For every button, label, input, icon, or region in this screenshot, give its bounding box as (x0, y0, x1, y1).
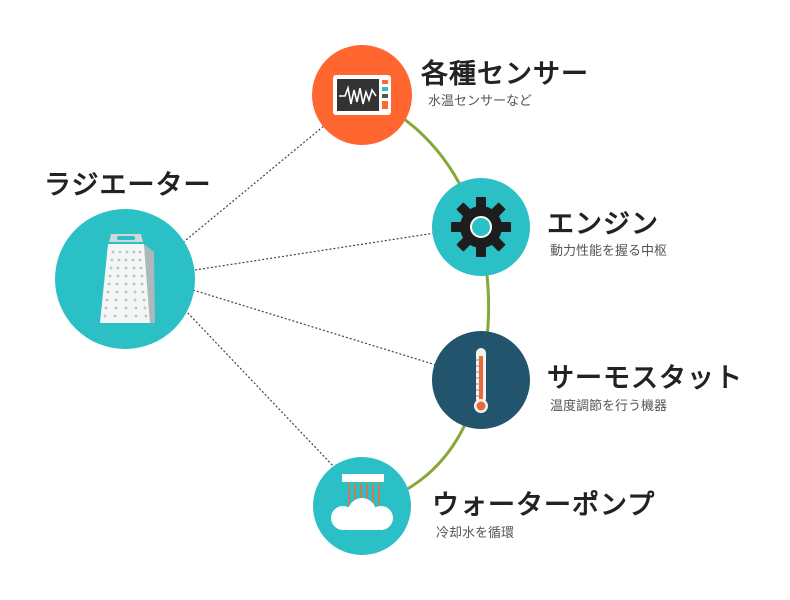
engine-desc: 動力性能を握る中枢 (550, 244, 668, 259)
hub-title: ラジエーター (44, 170, 212, 201)
waterpump-desc: 冷却水を循環 (436, 526, 515, 541)
thermometer-icon (474, 348, 488, 413)
waterpump-title: ウォーターポンプ (432, 490, 656, 521)
thermostat-title: サーモスタット (547, 363, 743, 394)
cooling-cycle-arc (354, 91, 491, 508)
sensor-title: 各種センサー (421, 59, 589, 90)
connector-sensor (179, 124, 326, 246)
sensor-desc: 水温センサーなど (428, 94, 533, 109)
hub-connectors (179, 124, 437, 469)
grater-icon (100, 234, 155, 323)
gear-icon (451, 197, 511, 257)
water-pump-icon (331, 474, 393, 530)
node-waterpump (313, 457, 411, 555)
node-engine (432, 178, 530, 276)
hub-node (55, 209, 195, 349)
connector-thermostat (192, 289, 437, 366)
node-sensor (312, 45, 412, 145)
engine-title: エンジン (547, 209, 659, 240)
connector-waterpump (184, 309, 336, 469)
thermostat-desc: 温度調節を行う機器 (550, 399, 668, 414)
connector-engine (194, 232, 436, 271)
node-thermostat (432, 331, 530, 429)
monitor-waveform-icon (333, 75, 391, 115)
